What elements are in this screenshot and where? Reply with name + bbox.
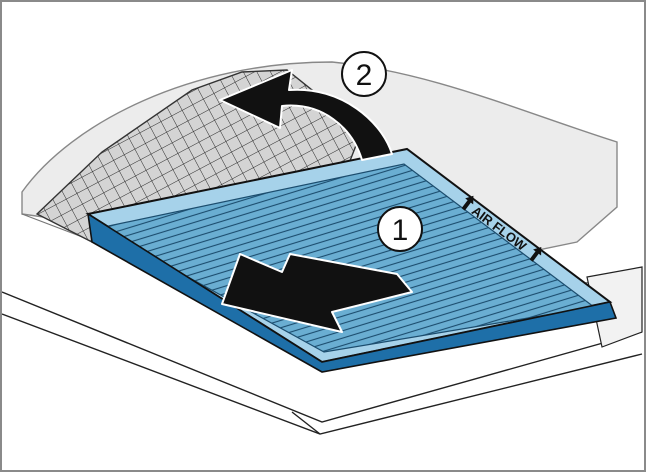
step-1-number: 1 (392, 214, 409, 247)
slide-arrow (221, 253, 413, 333)
filter-front-edge (86, 212, 618, 373)
housing-frame (2, 291, 643, 435)
housing-bevel (586, 266, 643, 348)
step-2-callout: 2 (341, 51, 387, 97)
airflow-arrow-right-icon (529, 246, 542, 262)
lift-arrow (219, 69, 393, 161)
airflow-arrow-left-icon (461, 195, 474, 211)
step-1-callout: 1 (377, 206, 423, 252)
step-2-number: 2 (356, 59, 373, 92)
